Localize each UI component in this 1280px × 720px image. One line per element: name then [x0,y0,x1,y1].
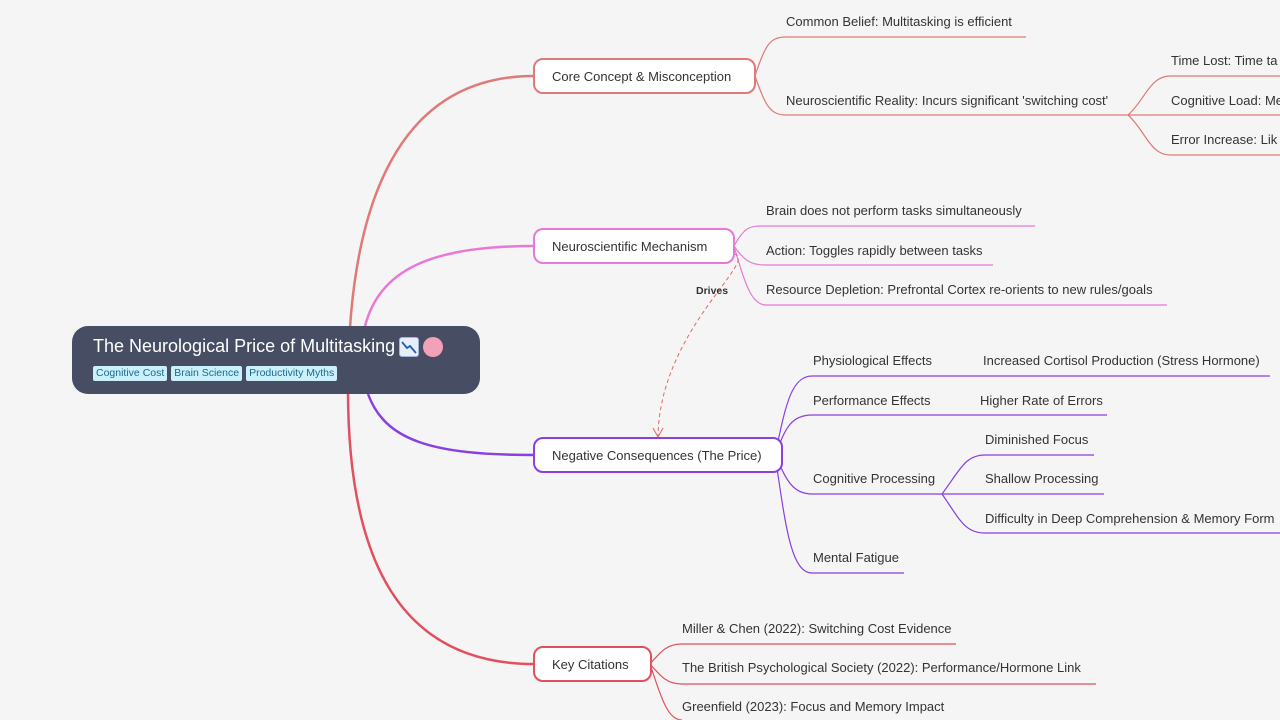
link-root-consequences [366,393,535,457]
topic-not-simultaneous[interactable]: Brain does not perform tasks simultaneou… [766,203,1022,218]
topic-diminished-focus[interactable]: Diminished Focus [985,432,1089,447]
topic-physiological-effects[interactable]: Physiological Effects [813,353,932,368]
topic-time-lost[interactable]: Time Lost: Time ta [1171,53,1278,68]
topic-citation-bps[interactable]: The British Psychological Society (2022)… [682,660,1081,675]
topic-citation-miller-chen[interactable]: Miller & Chen (2022): Switching Cost Evi… [682,621,952,636]
topic-cognitive-load[interactable]: Cognitive Load: Me [1171,93,1280,108]
tag-cognitive-cost[interactable]: Cognitive Cost [93,366,168,381]
topic-citation-greenfield[interactable]: Greenfield (2023): Focus and Memory Impa… [682,699,945,714]
branch-negative-consequences[interactable]: Negative Consequences (The Price) [533,437,783,473]
topic-performance-effects[interactable]: Performance Effects [813,393,931,408]
topic-deep-comprehension[interactable]: Difficulty in Deep Comprehension & Memor… [985,511,1275,526]
relationship-label[interactable]: Drives [696,285,729,297]
brain-icon [423,336,444,357]
branch-neuroscientific-mechanism[interactable]: Neuroscientific Mechanism [533,228,735,264]
branch-core-concept[interactable]: Core Concept & Misconception [533,58,756,94]
link-root-mechanism [363,244,535,327]
tag-brain-science[interactable]: Brain Science [171,366,243,381]
relationship-line [657,253,739,437]
tag-productivity-myths[interactable]: Productivity Myths [246,366,338,381]
topic-shallow-processing[interactable]: Shallow Processing [985,471,1099,486]
topic-common-belief[interactable]: Common Belief: Multitasking is efficient [786,14,1012,29]
topic-neuroscientific-reality[interactable]: Neuroscientific Reality: Incurs signific… [786,93,1109,108]
topic-higher-errors[interactable]: Higher Rate of Errors [980,393,1103,408]
topic-mental-fatigue[interactable]: Mental Fatigue [813,550,899,565]
root-title: The Neurological Price of Multitasking [93,336,396,356]
topic-increased-cortisol[interactable]: Increased Cortisol Production (Stress Ho… [983,353,1260,368]
topic-toggles-rapidly[interactable]: Action: Toggles rapidly between tasks [766,243,983,258]
topic-error-increase[interactable]: Error Increase: Lik [1171,132,1278,147]
link-root-citations [346,389,535,666]
branch-key-citations[interactable]: Key Citations [533,646,652,682]
root-topic[interactable]: The Neurological Price of Multitasking C… [72,326,480,394]
topic-resource-depletion[interactable]: Resource Depletion: Prefrontal Cortex re… [766,282,1153,297]
topic-cognitive-processing[interactable]: Cognitive Processing [813,471,936,486]
link-root-core [346,74,535,389]
chart-decreasing-icon [399,336,420,357]
